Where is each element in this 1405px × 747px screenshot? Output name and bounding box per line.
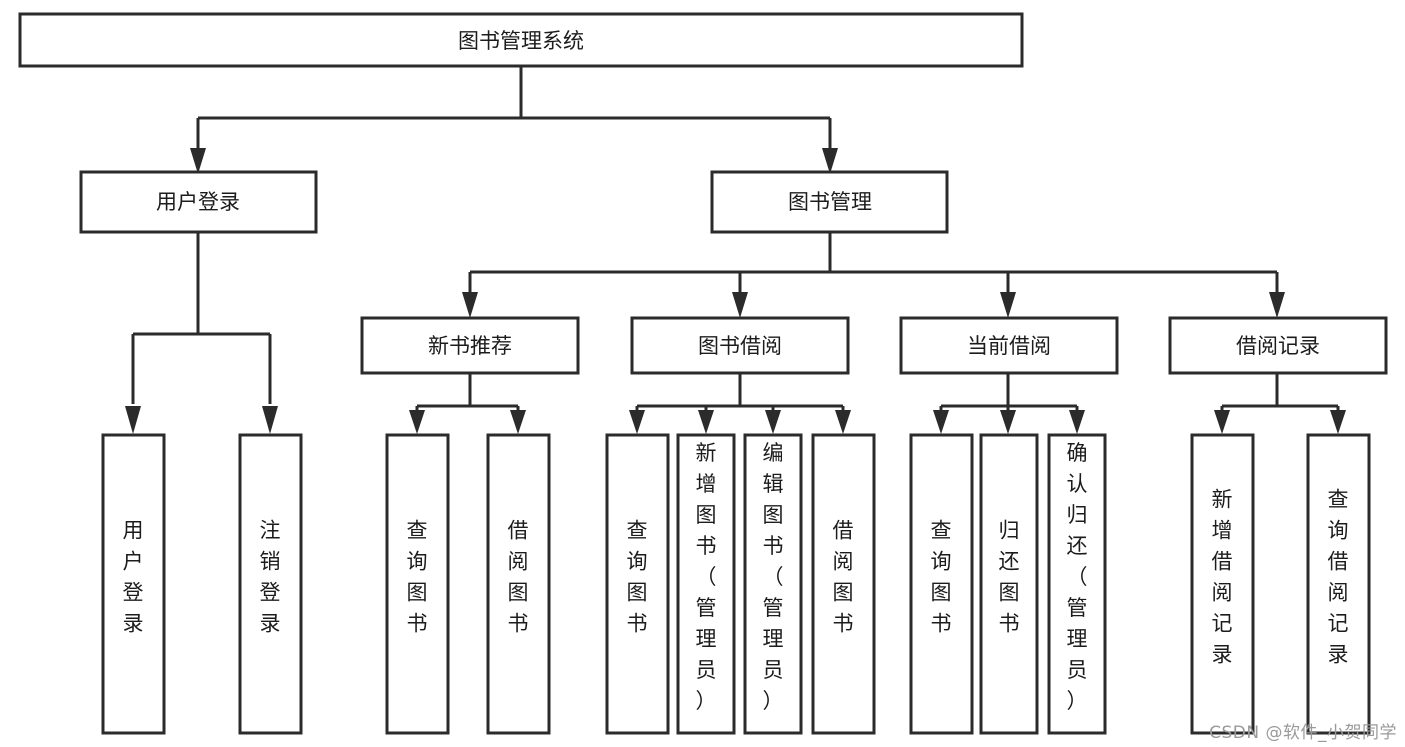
arrow-head-leaf-confirm-return	[1069, 410, 1085, 434]
arrow-head-current-borrow	[1000, 292, 1016, 318]
arrow-head-leaf-add-book	[698, 410, 714, 434]
leaf-logout-login-box[interactable]	[238, 433, 303, 735]
leaf-borrow-book-2-label: 借阅图书	[833, 519, 854, 636]
node-borrow-record-label: 借阅记录	[1236, 334, 1320, 358]
arrow-head-leaf-user-login	[125, 406, 141, 434]
arrow-head-borrow-record	[1269, 292, 1285, 318]
node-current-borrow-box[interactable]	[899, 316, 1119, 375]
connector-layer	[125, 66, 1346, 434]
node-new-book-recommend[interactable]: 新书推荐	[360, 316, 580, 375]
leaf-query-book-1-label: 查询图书	[407, 519, 428, 636]
arrow-head-leaf-query-record	[1330, 410, 1346, 434]
node-root-box[interactable]	[18, 12, 1024, 68]
node-borrow-record[interactable]: 借阅记录	[1168, 316, 1388, 375]
leaf-logout-login[interactable]: 注销登录	[238, 433, 303, 735]
node-root[interactable]: 图书管理系统	[18, 12, 1024, 68]
arrow-head-book-management	[822, 148, 838, 174]
arrow-head-leaf-add-record	[1214, 410, 1230, 434]
leaf-add-record[interactable]: 新增借阅记录	[1190, 433, 1255, 735]
leaf-edit-book-box[interactable]	[743, 433, 803, 735]
leaf-return-book-label: 归还图书	[999, 519, 1020, 636]
node-root-label: 图书管理系统	[458, 29, 584, 53]
leaf-borrow-book-1[interactable]: 借阅图书	[486, 433, 551, 735]
leaf-user-login-label: 用户登录	[123, 519, 144, 636]
leaf-query-book-1[interactable]: 查询图书	[385, 433, 450, 735]
leaf-query-book-2-label: 查询图书	[627, 519, 648, 636]
arrow-head-leaf-query-book-1	[409, 410, 425, 434]
leaf-add-record-box[interactable]	[1190, 433, 1255, 735]
leaf-query-record[interactable]: 查询借阅记录	[1306, 433, 1371, 735]
arrow-head-leaf-borrow-book-2	[835, 410, 851, 434]
node-user-login-box[interactable]	[79, 170, 318, 234]
arrow-head-leaf-logout-login	[262, 406, 278, 434]
node-book-management[interactable]: 图书管理	[710, 170, 949, 234]
leaf-query-book-3[interactable]: 查询图书	[909, 433, 974, 735]
leaf-add-book-box[interactable]	[676, 433, 736, 735]
leaf-query-book-1-box[interactable]	[385, 433, 450, 735]
arrow-head-new-book-recommend	[462, 292, 478, 318]
leaf-query-book-3-box[interactable]	[909, 433, 974, 735]
node-book-borrow[interactable]: 图书借阅	[630, 316, 850, 375]
node-book-management-box[interactable]	[710, 170, 949, 234]
leaf-user-login-box[interactable]	[101, 433, 166, 735]
csdn-watermark: CSDN @软件_小贺同学	[1209, 723, 1397, 743]
leaf-return-book-box[interactable]	[979, 433, 1039, 735]
arrow-head-user-login	[190, 148, 206, 174]
leaf-logout-login-label: 注销登录	[260, 519, 281, 636]
node-current-borrow[interactable]: 当前借阅	[899, 316, 1119, 375]
leaf-add-record-label: 新增借阅记录	[1212, 488, 1233, 667]
arrow-head-leaf-return-book	[1000, 410, 1016, 434]
node-book-borrow-box[interactable]	[630, 316, 850, 375]
node-user-login[interactable]: 用户登录	[79, 170, 318, 234]
arrow-head-leaf-borrow-book-1	[510, 410, 526, 434]
leaf-borrow-book-1-box[interactable]	[486, 433, 551, 735]
leaf-query-record-box[interactable]	[1306, 433, 1371, 735]
node-book-management-label: 图书管理	[788, 190, 872, 214]
arrow-head-book-borrow	[732, 292, 748, 318]
leaf-query-record-label: 查询借阅记录	[1328, 488, 1349, 667]
node-user-login-label: 用户登录	[156, 190, 240, 214]
node-new-book-recommend-box[interactable]	[360, 316, 580, 375]
leaf-confirm-return-box[interactable]	[1047, 433, 1107, 735]
leaf-borrow-book-1-label: 借阅图书	[508, 519, 529, 636]
leaf-confirm-return[interactable]: 确认归还（管理员）	[1047, 433, 1107, 735]
leaf-confirm-return-label: 确认归还（管理员）	[1067, 441, 1088, 713]
leaf-borrow-book-2[interactable]: 借阅图书	[811, 433, 876, 735]
leaf-return-book[interactable]: 归还图书	[979, 433, 1039, 735]
leaf-edit-book-label: 编辑图书（管理员）	[763, 441, 784, 713]
node-book-borrow-label: 图书借阅	[698, 334, 782, 358]
arrow-head-leaf-query-book-2	[629, 410, 645, 434]
leaf-query-book-2[interactable]: 查询图书	[605, 433, 670, 735]
node-borrow-record-box[interactable]	[1168, 316, 1388, 375]
leaf-user-login[interactable]: 用户登录	[101, 433, 166, 735]
arrow-head-leaf-edit-book	[765, 410, 781, 434]
arrow-head-leaf-query-book-3	[933, 410, 949, 434]
node-new-book-recommend-label: 新书推荐	[428, 334, 512, 358]
leaf-add-book[interactable]: 新增图书（管理员）	[676, 433, 736, 735]
leaf-borrow-book-2-box[interactable]	[811, 433, 876, 735]
leaf-add-book-label: 新增图书（管理员）	[696, 441, 717, 713]
leaf-query-book-2-box[interactable]	[605, 433, 670, 735]
leaf-edit-book[interactable]: 编辑图书（管理员）	[743, 433, 803, 735]
leaf-query-book-3-label: 查询图书	[931, 519, 952, 636]
node-current-borrow-label: 当前借阅	[967, 334, 1051, 358]
